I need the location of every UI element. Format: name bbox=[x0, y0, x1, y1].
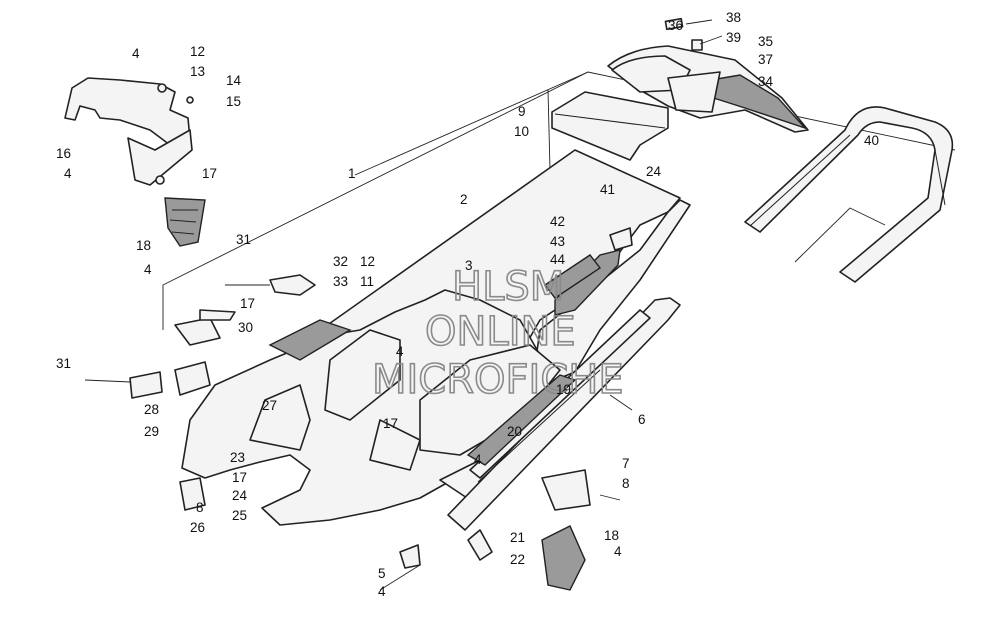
callout-7: 7 bbox=[622, 456, 630, 471]
callout-4: 4 bbox=[378, 584, 386, 599]
callout-24: 24 bbox=[646, 164, 662, 179]
tunnel-rear-plate bbox=[547, 89, 669, 171]
callout-30: 30 bbox=[238, 320, 253, 335]
callout-5: 5 bbox=[378, 566, 386, 581]
callout-34: 34 bbox=[758, 74, 774, 89]
callout-31: 31 bbox=[236, 232, 251, 247]
callout-31: 31 bbox=[56, 356, 71, 371]
callout-38: 38 bbox=[726, 10, 741, 25]
callout-23: 23 bbox=[230, 450, 245, 465]
callout-8: 8 bbox=[622, 476, 630, 491]
callout-44: 44 bbox=[550, 252, 566, 267]
callout-39: 39 bbox=[726, 30, 741, 45]
callout-18: 18 bbox=[604, 528, 619, 543]
callout-3: 3 bbox=[465, 258, 473, 273]
frame-bulkhead bbox=[181, 289, 561, 526]
watermark: HLSM ONLINE MICROFICHE bbox=[371, 263, 624, 404]
callout-37: 37 bbox=[758, 52, 773, 67]
steering-linkage bbox=[84, 274, 316, 399]
callout-32: 32 bbox=[333, 254, 348, 269]
callout-21: 21 bbox=[510, 530, 525, 545]
callout-4: 4 bbox=[474, 452, 482, 467]
lower-brackets bbox=[179, 469, 621, 591]
callout-1: 1 bbox=[348, 166, 356, 181]
callout-17: 17 bbox=[383, 416, 398, 431]
callout-17: 17 bbox=[202, 166, 217, 181]
callout-12: 12 bbox=[360, 254, 375, 269]
callout-26: 26 bbox=[190, 520, 205, 535]
rear-seat-cowl bbox=[607, 17, 809, 133]
callout-19: 19 bbox=[556, 382, 571, 397]
callout-17: 17 bbox=[240, 296, 255, 311]
front-skid-plate bbox=[164, 197, 206, 247]
decals bbox=[543, 227, 633, 299]
callout-labels: 1 2 3 4 4 4 4 4 4 4 5 6 7 8 8 9 10 11 12… bbox=[56, 10, 879, 599]
callout-36: 36 bbox=[668, 18, 683, 33]
front-bumper bbox=[64, 77, 194, 186]
watermark-line2: ONLINE bbox=[425, 309, 576, 355]
callout-4: 4 bbox=[614, 544, 622, 559]
callout-27: 27 bbox=[262, 398, 277, 413]
callout-29: 29 bbox=[144, 424, 159, 439]
callout-10: 10 bbox=[514, 124, 529, 139]
callout-9: 9 bbox=[518, 104, 526, 119]
callout-16: 16 bbox=[56, 146, 71, 161]
callout-35: 35 bbox=[758, 34, 773, 49]
watermark-line1: HLSM bbox=[452, 264, 564, 310]
callout-18: 18 bbox=[136, 238, 151, 253]
watermark-line3: MICROFICHE bbox=[372, 357, 624, 403]
callout-11: 11 bbox=[360, 274, 374, 289]
rear-bumper-rail bbox=[744, 106, 954, 283]
callout-14: 14 bbox=[226, 73, 242, 88]
callout-12: 12 bbox=[190, 44, 205, 59]
callout-4: 4 bbox=[132, 46, 140, 61]
callout-25: 25 bbox=[232, 508, 247, 523]
callout-6: 6 bbox=[638, 412, 646, 427]
callout-24: 24 bbox=[232, 488, 248, 503]
callout-13: 13 bbox=[190, 64, 205, 79]
callout-8: 8 bbox=[196, 500, 204, 515]
tunnel bbox=[284, 149, 691, 381]
callout-40: 40 bbox=[864, 133, 879, 148]
callout-42: 42 bbox=[550, 214, 565, 229]
callout-22: 22 bbox=[510, 552, 525, 567]
callout-20: 20 bbox=[507, 424, 522, 439]
callout-4: 4 bbox=[396, 344, 404, 359]
callout-2: 2 bbox=[460, 192, 468, 207]
callout-15: 15 bbox=[226, 94, 241, 109]
callout-41: 41 bbox=[600, 182, 615, 197]
callout-4: 4 bbox=[144, 262, 152, 277]
callout-33: 33 bbox=[333, 274, 348, 289]
callout-28: 28 bbox=[144, 402, 159, 417]
callout-43: 43 bbox=[550, 234, 565, 249]
footrest-strip bbox=[466, 374, 577, 466]
callout-4: 4 bbox=[64, 166, 72, 181]
callout-17: 17 bbox=[232, 470, 247, 485]
